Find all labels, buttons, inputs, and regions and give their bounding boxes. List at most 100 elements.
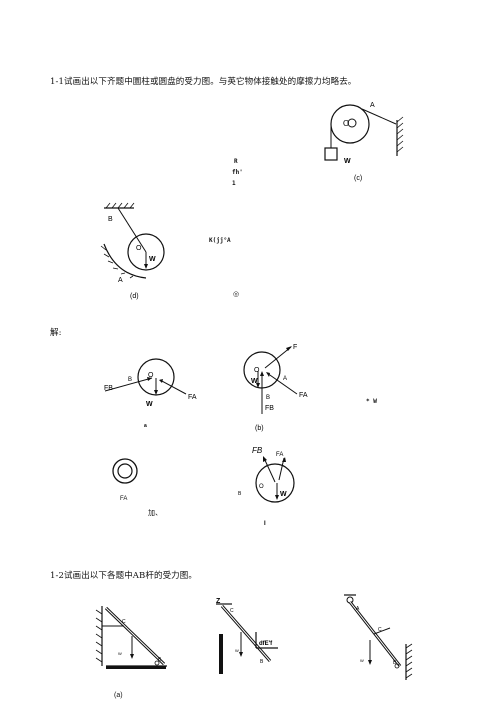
label-w: W: [146, 401, 153, 408]
weight-arrowhead: [130, 654, 134, 659]
roller-b: [154, 660, 160, 666]
label-w: W: [280, 491, 287, 498]
caption-d: (d): [130, 293, 139, 300]
hanging-block: [324, 147, 338, 161]
label-o: O: [148, 372, 154, 379]
solution-figure-d: FB FA B O W I: [238, 446, 295, 527]
label-o: O: [136, 245, 142, 252]
weight-arrowhead: [368, 660, 372, 665]
fa-arrowhead: [159, 379, 163, 383]
f-arrowhead: [286, 346, 292, 351]
solution-rings: [112, 458, 138, 484]
ceiling-hatch: [105, 202, 135, 209]
label-w: W: [149, 256, 156, 263]
label-w: W: [360, 658, 364, 663]
fb-arrowhead: [260, 371, 264, 376]
wall-hatch: [95, 609, 103, 663]
noise-4: K(jj°A: [209, 237, 231, 244]
cord-c: [373, 627, 391, 635]
label-o: O: [254, 367, 260, 374]
bar-ab-inner: [221, 605, 271, 662]
noise-2: fh': [232, 169, 243, 176]
p2-figure-a: C W B: [95, 606, 167, 669]
label-f: F: [293, 344, 297, 351]
label-b: B: [128, 377, 132, 383]
label-o: O: [343, 119, 349, 128]
rope: [117, 207, 147, 253]
post: [219, 634, 223, 674]
side-mark: * W: [366, 398, 377, 405]
p2-caption-a: (a): [114, 692, 123, 699]
p2-figure-c: A C W B: [344, 594, 413, 680]
label-c: C: [122, 619, 126, 625]
label-b: B: [266, 395, 270, 401]
weight-arrowhead: [239, 652, 243, 657]
bar-ab-inner: [105, 607, 165, 665]
rings-caption: 加、: [148, 509, 163, 517]
solution-figure-b: F O A W B FB FA (b): [243, 344, 308, 432]
force-fa: [159, 379, 187, 395]
label-fb: FB: [252, 446, 263, 455]
label-b: B: [108, 216, 113, 223]
label-c: C: [378, 627, 382, 633]
cylinder: [127, 233, 165, 271]
figure-d-cylinder: B O W A (d): [100, 202, 165, 300]
label-b: B: [158, 657, 162, 663]
rings-fa: FA: [120, 496, 128, 502]
force-fb: [104, 377, 153, 392]
force-fa: [266, 372, 298, 395]
outer-ring: [112, 458, 138, 484]
label-w: W: [235, 648, 239, 653]
label-noise: dfE'f: [259, 641, 273, 647]
wall-hatch: [405, 643, 413, 679]
label-fb: FB: [104, 385, 113, 392]
label-a: A: [370, 102, 375, 109]
weight-arrowhead: [256, 383, 260, 388]
label-w: W: [251, 378, 258, 385]
label-a: A: [283, 376, 287, 382]
caption-d: I: [264, 521, 266, 527]
fb-arrowhead: [263, 456, 267, 462]
label-a: A: [118, 277, 123, 284]
cylinder: [255, 463, 295, 503]
force-f: [264, 346, 292, 369]
label-a: A: [356, 606, 360, 612]
label-fa: FA: [299, 392, 308, 399]
p2-figure-b: Z C W dfE'f B: [216, 598, 278, 674]
wall-hatch: [396, 116, 404, 153]
roller-b: [394, 663, 400, 669]
noise-5: ◎: [233, 291, 240, 298]
label-c: C: [230, 608, 234, 614]
label-w: W: [118, 651, 122, 656]
problem1-title: 1-1试画出以下齐题中圜柱或圆盘的受力图。与英它物体接触处的摩擦力均略去。: [50, 77, 357, 87]
weight-arrowhead: [275, 495, 279, 500]
surface-hatch: [100, 245, 134, 279]
pulley-hub: [347, 118, 357, 128]
rope-to-wall: [361, 108, 397, 125]
weight-arrowhead: [154, 390, 158, 395]
label-fa: FA: [276, 452, 283, 458]
label-fb: FB: [265, 405, 274, 412]
curved-surface: [103, 243, 147, 279]
figure-c-pulley: A O W (c): [324, 102, 404, 182]
noise-3: 1: [232, 180, 236, 187]
pulley-disk: [330, 104, 370, 144]
solution-figure-a: FB B O W FA a: [104, 358, 197, 429]
label-z: Z: [216, 598, 221, 605]
label-w: W: [344, 158, 351, 165]
solution-label: 解:: [50, 328, 62, 338]
floor-base: [106, 666, 166, 669]
label-o: O: [259, 484, 264, 490]
force-fb: [263, 457, 276, 483]
caption-a: a: [144, 423, 147, 429]
weight-arrowhead: [144, 264, 148, 269]
inner-ring: [117, 463, 133, 479]
label-b: B: [260, 659, 264, 665]
fa-arrowhead: [266, 372, 270, 377]
label-fa: FA: [188, 394, 197, 401]
problem2-title: 1-2试画出以下各题中AB杆的受力图。: [50, 571, 197, 581]
label-b: B: [238, 491, 242, 497]
fb-arrowhead: [147, 377, 152, 381]
fa-arrowhead: [282, 457, 286, 462]
label-b: B: [393, 660, 397, 666]
